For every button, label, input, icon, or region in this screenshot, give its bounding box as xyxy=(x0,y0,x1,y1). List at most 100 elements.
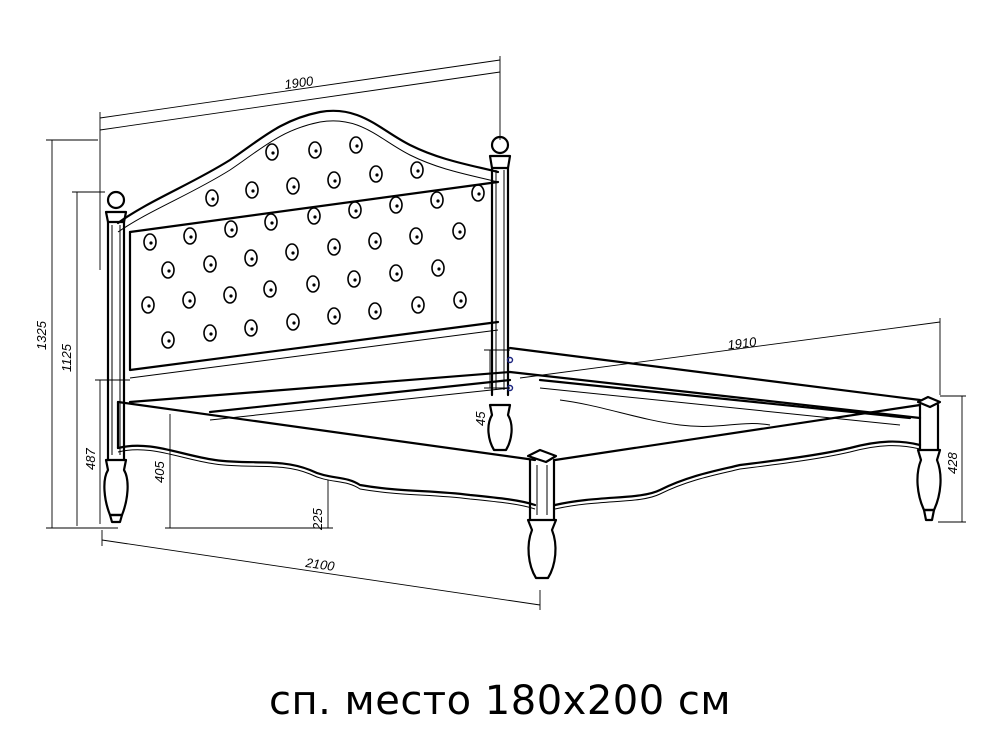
tufting-button-center xyxy=(395,272,399,276)
tufting-button xyxy=(410,161,424,179)
tufting-button xyxy=(203,324,217,342)
tufting-button xyxy=(431,259,445,277)
tufting-button-center xyxy=(374,310,378,314)
tufting-buttons xyxy=(141,136,485,349)
tufting-button-center xyxy=(353,278,357,282)
tufting-button xyxy=(327,171,341,189)
right-foot-post xyxy=(916,395,942,522)
tufting-button xyxy=(409,227,423,245)
tufting-button-center xyxy=(459,299,463,303)
dim-45: 45 xyxy=(473,411,488,426)
tufting-button xyxy=(244,319,258,337)
tufting-button xyxy=(348,201,362,219)
tufting-button xyxy=(161,331,175,349)
tufting-button-center xyxy=(292,185,296,189)
tufting-button-center xyxy=(314,149,318,153)
tufting-button-center xyxy=(458,230,462,234)
tufting-button xyxy=(369,165,383,183)
tufting-button xyxy=(205,189,219,207)
tufting-button xyxy=(203,255,217,273)
tufting-button xyxy=(327,238,341,256)
tufting-button-center xyxy=(313,215,317,219)
tufting-button-center xyxy=(416,169,420,173)
tufting-button xyxy=(285,243,299,261)
tufting-button xyxy=(245,181,259,199)
dim-487: 487 xyxy=(83,448,98,470)
tufting-button-center xyxy=(270,221,274,225)
tufting-button xyxy=(182,291,196,309)
sleeping-place-caption: сп. место 180х200 см xyxy=(268,678,732,724)
dim-225: 225 xyxy=(310,508,325,531)
tufting-button-center xyxy=(354,209,358,213)
dim-1900: 1900 xyxy=(283,73,314,92)
tufting-button-center xyxy=(333,179,337,183)
tufting-button-center xyxy=(250,327,254,331)
tufting-button-center xyxy=(149,241,153,245)
tufting-button-center xyxy=(251,189,255,193)
dim-428: 428 xyxy=(945,452,960,474)
tufting-button-center xyxy=(209,263,213,267)
tufting-button xyxy=(141,296,155,314)
tufting-button xyxy=(244,249,258,267)
tufting-button xyxy=(471,184,485,202)
bed-frame xyxy=(116,346,922,510)
tufting-button-center xyxy=(375,173,379,177)
tufting-button xyxy=(347,270,361,288)
tufting-button xyxy=(308,141,322,159)
tufting-button xyxy=(161,261,175,279)
tufting-button xyxy=(224,220,238,238)
right-head-post xyxy=(487,135,513,452)
tufting-button xyxy=(411,296,425,314)
dim-1325: 1325 xyxy=(34,320,49,350)
tufting-button xyxy=(286,313,300,331)
tufting-button-center xyxy=(250,257,254,261)
tufting-button-center xyxy=(211,197,215,201)
tufting-button-center xyxy=(271,151,275,155)
tufting-button-center xyxy=(167,269,171,273)
tufting-button xyxy=(368,302,382,320)
tufting-button-center xyxy=(188,299,192,303)
tufting-button xyxy=(368,232,382,250)
tufting-button-center xyxy=(312,283,316,287)
tufting-button xyxy=(389,196,403,214)
tufting-button-center xyxy=(477,192,481,196)
tufting-button xyxy=(143,233,157,251)
front-foot-post xyxy=(526,448,558,580)
tufting-button-center xyxy=(415,235,419,239)
tufting-button xyxy=(265,143,279,161)
tufting-button xyxy=(263,280,277,298)
dim-405: 405 xyxy=(152,461,167,483)
tufting-button xyxy=(430,191,444,209)
tufting-button-center xyxy=(269,288,273,292)
tufting-button xyxy=(307,207,321,225)
tufting-button xyxy=(389,264,403,282)
tufting-button-center xyxy=(291,251,295,255)
tufting-button-center xyxy=(417,304,421,308)
tufting-button-center xyxy=(374,240,378,244)
dim-1125: 1125 xyxy=(59,343,74,372)
tufting-button-center xyxy=(167,339,171,343)
tufting-button-center xyxy=(436,199,440,203)
tufting-button-center xyxy=(333,315,337,319)
tufting-button xyxy=(349,136,363,154)
tufting-button xyxy=(327,307,341,325)
tufting-button-center xyxy=(395,204,399,208)
tufting-button-center xyxy=(147,304,151,308)
tufting-button xyxy=(452,222,466,240)
tufting-button-center xyxy=(209,332,213,336)
dim-2100: 2100 xyxy=(304,555,336,574)
left-head-post xyxy=(103,190,129,524)
tufting-button xyxy=(306,275,320,293)
tufting-button-center xyxy=(333,246,337,250)
dim-1910: 1910 xyxy=(727,334,758,353)
tufting-button-center xyxy=(355,144,359,148)
tufting-button xyxy=(286,177,300,195)
tufting-button xyxy=(264,213,278,231)
tufting-button-center xyxy=(230,228,234,232)
tufting-button-center xyxy=(437,267,441,271)
tufting-button xyxy=(183,227,197,245)
tufting-button xyxy=(453,291,467,309)
tufting-button-center xyxy=(189,235,193,239)
tufting-button-center xyxy=(292,321,296,325)
